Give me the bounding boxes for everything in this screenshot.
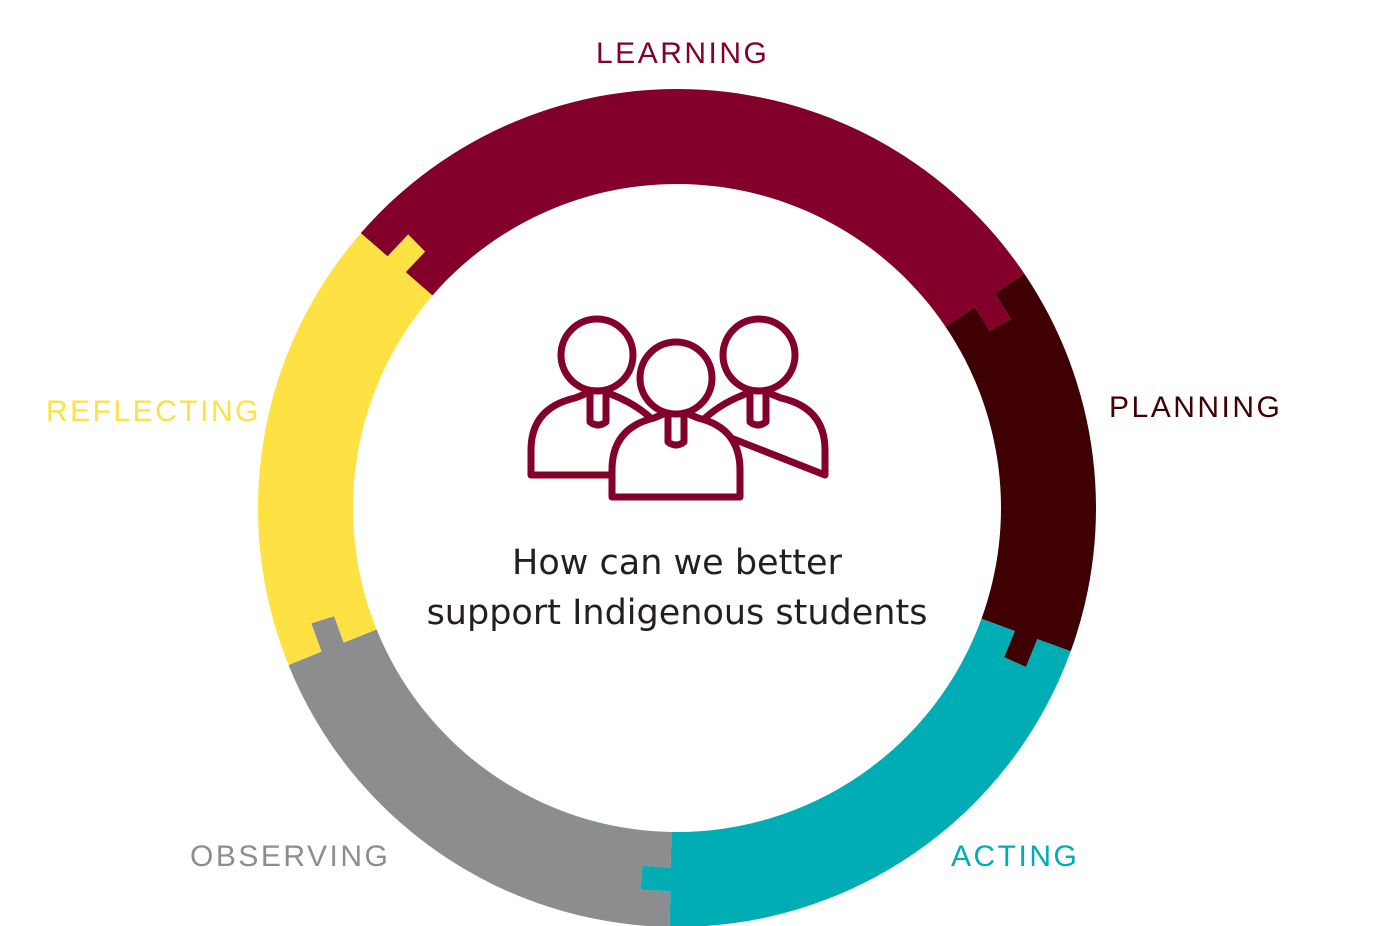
- stage-label-acting: ACTING: [951, 840, 1080, 873]
- ring-segment-planning: [945, 273, 1097, 668]
- ring-segment-acting: [640, 618, 1071, 926]
- ring-segment-observing: [288, 616, 672, 926]
- stage-label-planning: PLANNING: [1109, 391, 1283, 424]
- ring-segment-learning: [360, 89, 1025, 331]
- stage-label-reflecting: REFLECTING: [46, 395, 262, 428]
- center-question: How can we better support Indigenous stu…: [377, 538, 977, 638]
- center-question-line-1: How can we better: [512, 543, 842, 583]
- ring-segment-reflecting: [258, 233, 433, 665]
- group-of-people-icon: [520, 310, 836, 510]
- stage-label-learning: LEARNING: [596, 37, 770, 70]
- center-question-line-2: support Indigenous students: [426, 593, 928, 633]
- stage-label-observing: OBSERVING: [190, 840, 391, 873]
